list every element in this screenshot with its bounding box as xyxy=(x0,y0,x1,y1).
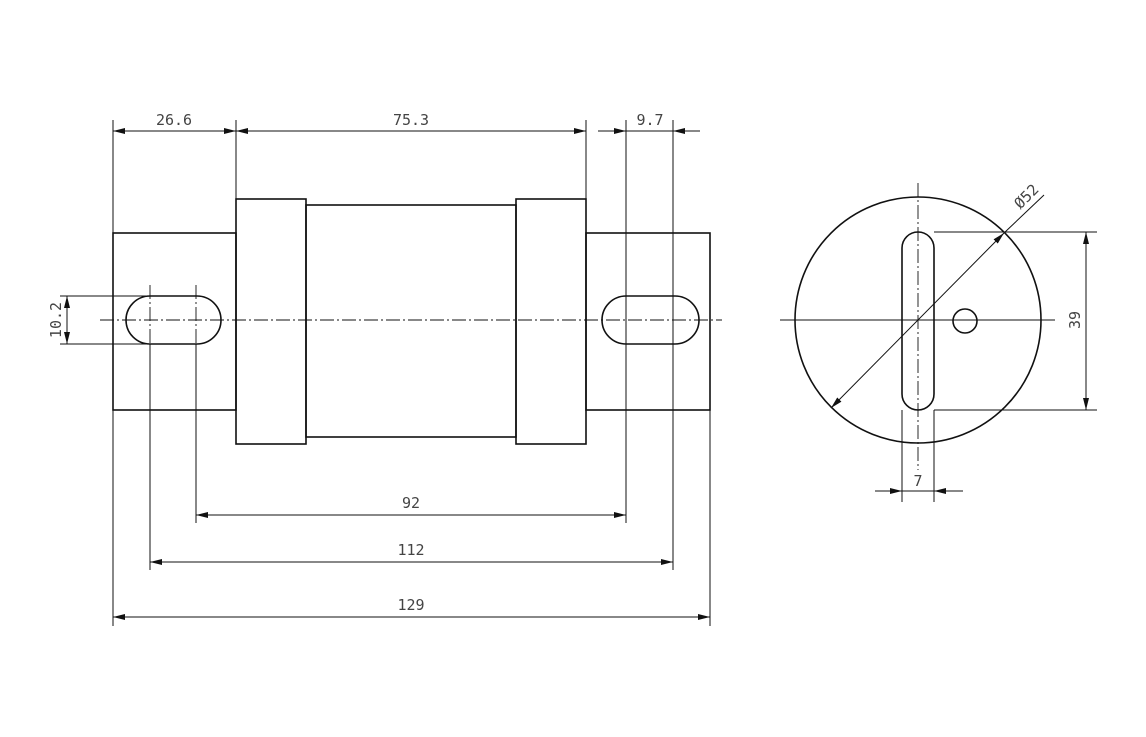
dim-inner-slot-spacing: 92 xyxy=(402,494,420,512)
end-view xyxy=(780,183,1055,470)
dim-slot-height: 10.2 xyxy=(47,302,65,338)
left-terminal-tab xyxy=(112,232,237,411)
dim-slot-length: 39 xyxy=(1066,311,1084,329)
end-view-dimensions: Ø52 39 7 xyxy=(830,181,1097,502)
side-view-dimensions: 26.6 75.3 9.7 92 112 129 10.2 xyxy=(47,111,711,626)
left-end-cap xyxy=(235,198,307,445)
side-view xyxy=(100,198,722,445)
dim-body-length: 75.3 xyxy=(393,111,429,129)
dim-diameter: Ø52 xyxy=(1011,181,1043,213)
dim-slot-width: 7 xyxy=(913,472,922,490)
right-end-cap xyxy=(515,198,587,445)
dim-outer-slot-spacing: 112 xyxy=(397,541,424,559)
dim-left-tab-length: 26.6 xyxy=(156,111,192,129)
fuse-body xyxy=(305,204,517,438)
dim-overall-length: 129 xyxy=(397,596,424,614)
right-terminal-tab xyxy=(585,232,711,411)
dim-right-slot-offset: 9.7 xyxy=(636,111,663,129)
indicator-hole xyxy=(952,308,978,334)
